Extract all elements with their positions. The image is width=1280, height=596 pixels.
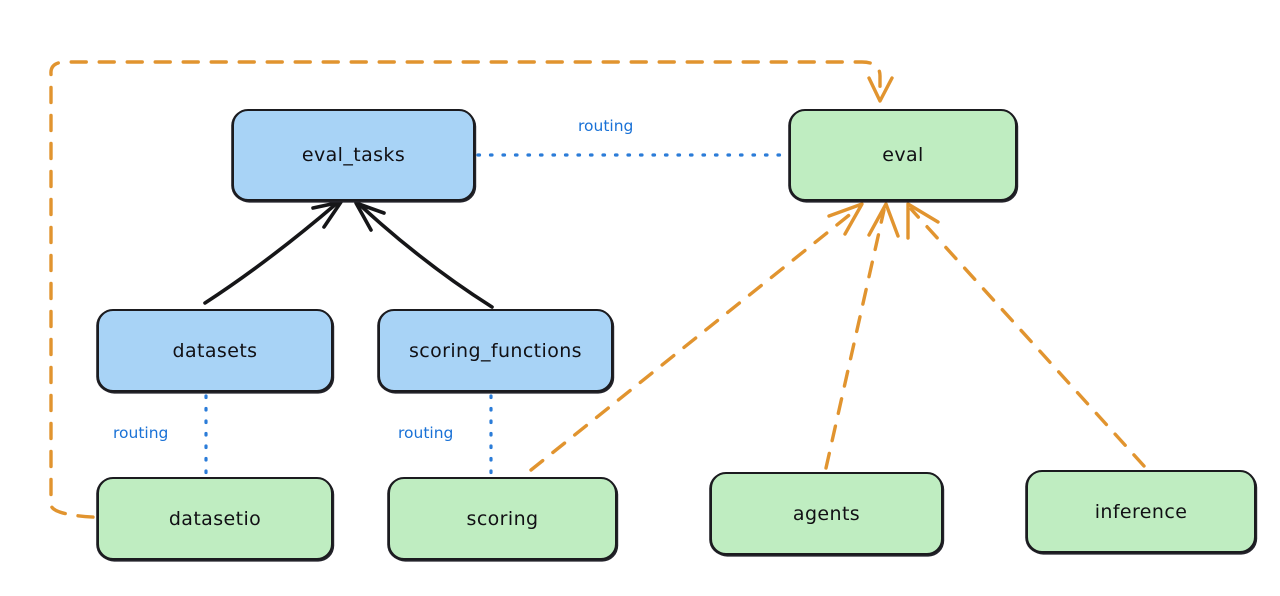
edge-label-routing-datasets-datasetio: routing [113,424,169,442]
node-eval[interactable]: eval [789,109,1017,201]
node-agents[interactable]: agents [710,472,943,555]
node-label: inference [1094,500,1188,523]
edge-datasets-eval-tasks [203,200,343,305]
node-inference[interactable]: inference [1026,470,1256,553]
node-scoring[interactable]: scoring [388,477,617,560]
node-label: scoring [466,507,539,530]
node-datasetio[interactable]: datasetio [97,477,333,560]
node-label: eval_tasks [301,144,406,166]
node-label: datasets [172,339,258,362]
edge-agents-eval [824,202,900,470]
edge-label-routing-eval-tasks-eval: routing [578,117,634,135]
node-label: eval [882,144,924,166]
node-label: datasetio [168,507,262,530]
edge-scoring-functions-eval-tasks [354,201,494,309]
node-scoring-functions[interactable]: scoring_functions [378,309,613,392]
node-label: agents [792,502,861,525]
edge-inference-eval [906,202,1146,468]
node-datasets[interactable]: datasets [97,309,333,392]
edge-label-routing-scoring-functions-scoring: routing [398,424,454,442]
node-eval-tasks[interactable]: eval_tasks [232,109,475,201]
node-label: scoring_functions [409,339,582,362]
